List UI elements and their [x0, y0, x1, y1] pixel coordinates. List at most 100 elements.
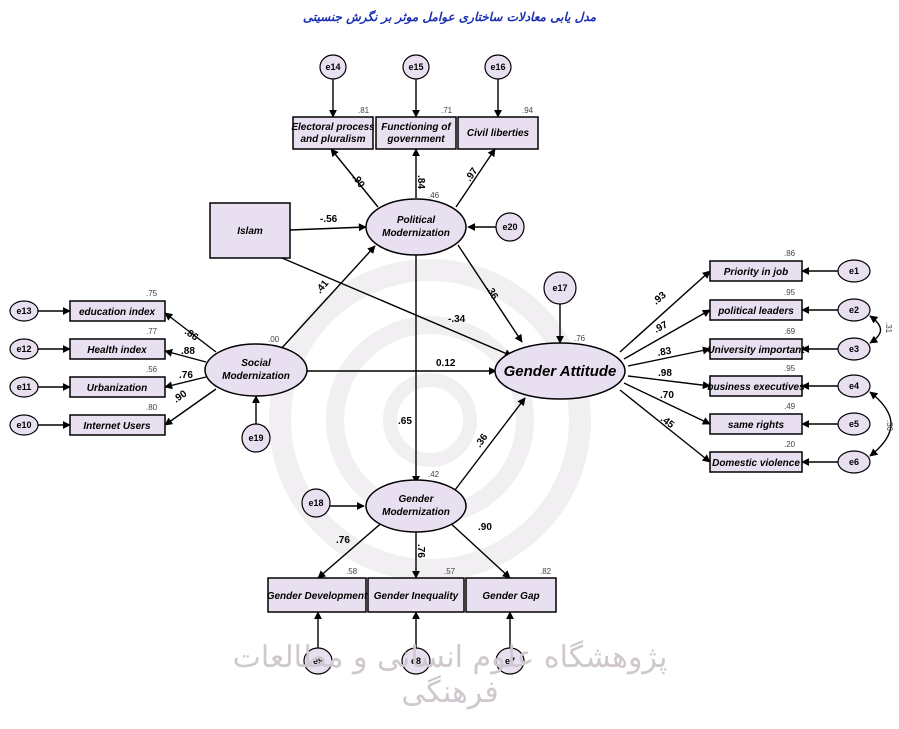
node-political-modernization — [365, 198, 467, 256]
path-gender-attitude — [454, 397, 526, 491]
node-civil-label: Civil liberties — [467, 128, 530, 139]
path-social-political — [279, 245, 376, 351]
r2-university: .69 — [784, 327, 796, 336]
node-islam-label: Islam — [237, 226, 263, 237]
node-education-label: education index — [79, 307, 156, 318]
node-social-modernization — [204, 343, 308, 397]
error-e4 — [837, 374, 871, 398]
node-gender-development — [267, 577, 367, 613]
error-e14-label: e14 — [325, 62, 340, 72]
node-functioning-label-2: government — [386, 134, 445, 145]
node-same-rights-label: same rights — [728, 420, 785, 431]
error-e5-label: e5 — [849, 419, 859, 429]
coef-political-gender: .65 — [398, 416, 412, 427]
coef-attitude-same-rights: .70 — [660, 390, 674, 401]
error-e6-label: e6 — [849, 457, 859, 467]
error-e4-label: e4 — [849, 381, 859, 391]
error-e13 — [9, 300, 39, 322]
node-domestic-label: Domestic violence — [712, 458, 800, 469]
error-e19-label: e19 — [248, 433, 263, 443]
r2-gender-development: .58 — [346, 567, 358, 576]
node-political-leaders-label: political leaders — [717, 306, 794, 317]
node-priority — [709, 260, 803, 282]
node-internet — [69, 414, 166, 436]
path-political-civil — [455, 148, 496, 208]
path-attitude-same-rights — [623, 382, 711, 425]
coef-social-urbanization: .76 — [179, 370, 193, 381]
node-social-label-2: Modernization — [222, 371, 290, 382]
error-e11 — [9, 376, 39, 398]
coef-cov-e4-e6: .30 — [885, 420, 894, 432]
error-e11-label: e11 — [17, 382, 32, 392]
node-domestic — [709, 451, 803, 473]
node-functioning-label-1: Functioning of — [381, 122, 452, 133]
coef-gender-inequality: .76 — [415, 544, 426, 558]
r2-business: .95 — [784, 364, 796, 373]
r2-civil: .94 — [522, 106, 534, 115]
error-e20 — [495, 212, 525, 242]
coef-gender-development: .76 — [336, 535, 350, 546]
r2-same-rights: .49 — [784, 402, 796, 411]
path-political-attitude — [457, 244, 523, 343]
error-e15-label: e15 — [408, 62, 423, 72]
path-gender-development — [317, 519, 386, 579]
path-attitude-political-leaders — [623, 309, 711, 360]
error-e18 — [301, 488, 331, 518]
error-e16-label: e16 — [490, 62, 505, 72]
error-e1-label: e1 — [849, 266, 859, 276]
r2-political-modernization: .46 — [428, 191, 440, 200]
r2-domestic: .20 — [784, 440, 796, 449]
path-social-education — [164, 312, 217, 353]
r2-functioning: .71 — [441, 106, 453, 115]
error-e1 — [837, 259, 871, 283]
coef-attitude-university: .83 — [657, 346, 673, 359]
path-attitude-university — [627, 346, 711, 367]
r2-health: .77 — [146, 327, 158, 336]
r2-social-modernization: .00 — [268, 335, 280, 344]
coef-political-functioning: .84 — [415, 175, 426, 189]
error-e8 — [401, 647, 431, 675]
error-e6 — [837, 450, 871, 474]
node-civil — [457, 116, 539, 150]
path-gender-gap — [446, 519, 511, 579]
covariance-e2-e3 — [869, 315, 882, 344]
node-priority-label: Priority in job — [724, 267, 788, 278]
error-e17 — [543, 271, 577, 305]
node-gender-inequality — [367, 577, 465, 613]
coef-attitude-priority: .93 — [651, 290, 669, 308]
path-political-electoral — [330, 148, 379, 208]
node-urbanization — [69, 376, 166, 398]
coef-attitude-political-leaders: .97 — [652, 319, 670, 335]
node-education — [69, 300, 166, 322]
error-e12-label: e12 — [16, 344, 31, 354]
node-political-label-1: Political — [397, 215, 436, 226]
r2-priority: .86 — [784, 249, 796, 258]
error-e14 — [319, 54, 347, 80]
r2-gender-modernization: .42 — [428, 470, 440, 479]
r2-political-leaders: .95 — [784, 288, 796, 297]
error-e10-label: e10 — [16, 420, 31, 430]
error-e10 — [9, 414, 39, 436]
node-social-label-1: Social — [241, 358, 271, 369]
node-electoral-label-1: Electoral process — [291, 122, 375, 133]
node-political-label-2: Modernization — [382, 228, 450, 239]
error-e3-label: e3 — [849, 344, 859, 354]
node-functioning — [375, 116, 457, 150]
node-business — [709, 375, 803, 397]
node-gender-label-2: Modernization — [382, 507, 450, 518]
institution-watermark: پژوهشگاه علوم انسانی و مطالعات فرهنگی — [232, 640, 668, 710]
node-health-label: Health index — [87, 345, 147, 356]
error-e3 — [837, 337, 871, 361]
coef-social-political: .41 — [314, 278, 332, 296]
node-gender-label-1: Gender — [398, 494, 434, 505]
node-gender-attitude-label: Gender Attitude — [504, 363, 617, 380]
node-gender-inequality-label: Gender Inequality — [374, 591, 459, 602]
path-attitude-domestic — [619, 389, 711, 463]
node-electoral-label-2: and pluralism — [300, 134, 365, 145]
path-attitude-business — [627, 375, 711, 390]
error-e16 — [484, 54, 512, 80]
error-e2-label: e2 — [849, 305, 859, 315]
path-social-urbanization — [164, 376, 207, 390]
error-e19 — [241, 423, 271, 453]
